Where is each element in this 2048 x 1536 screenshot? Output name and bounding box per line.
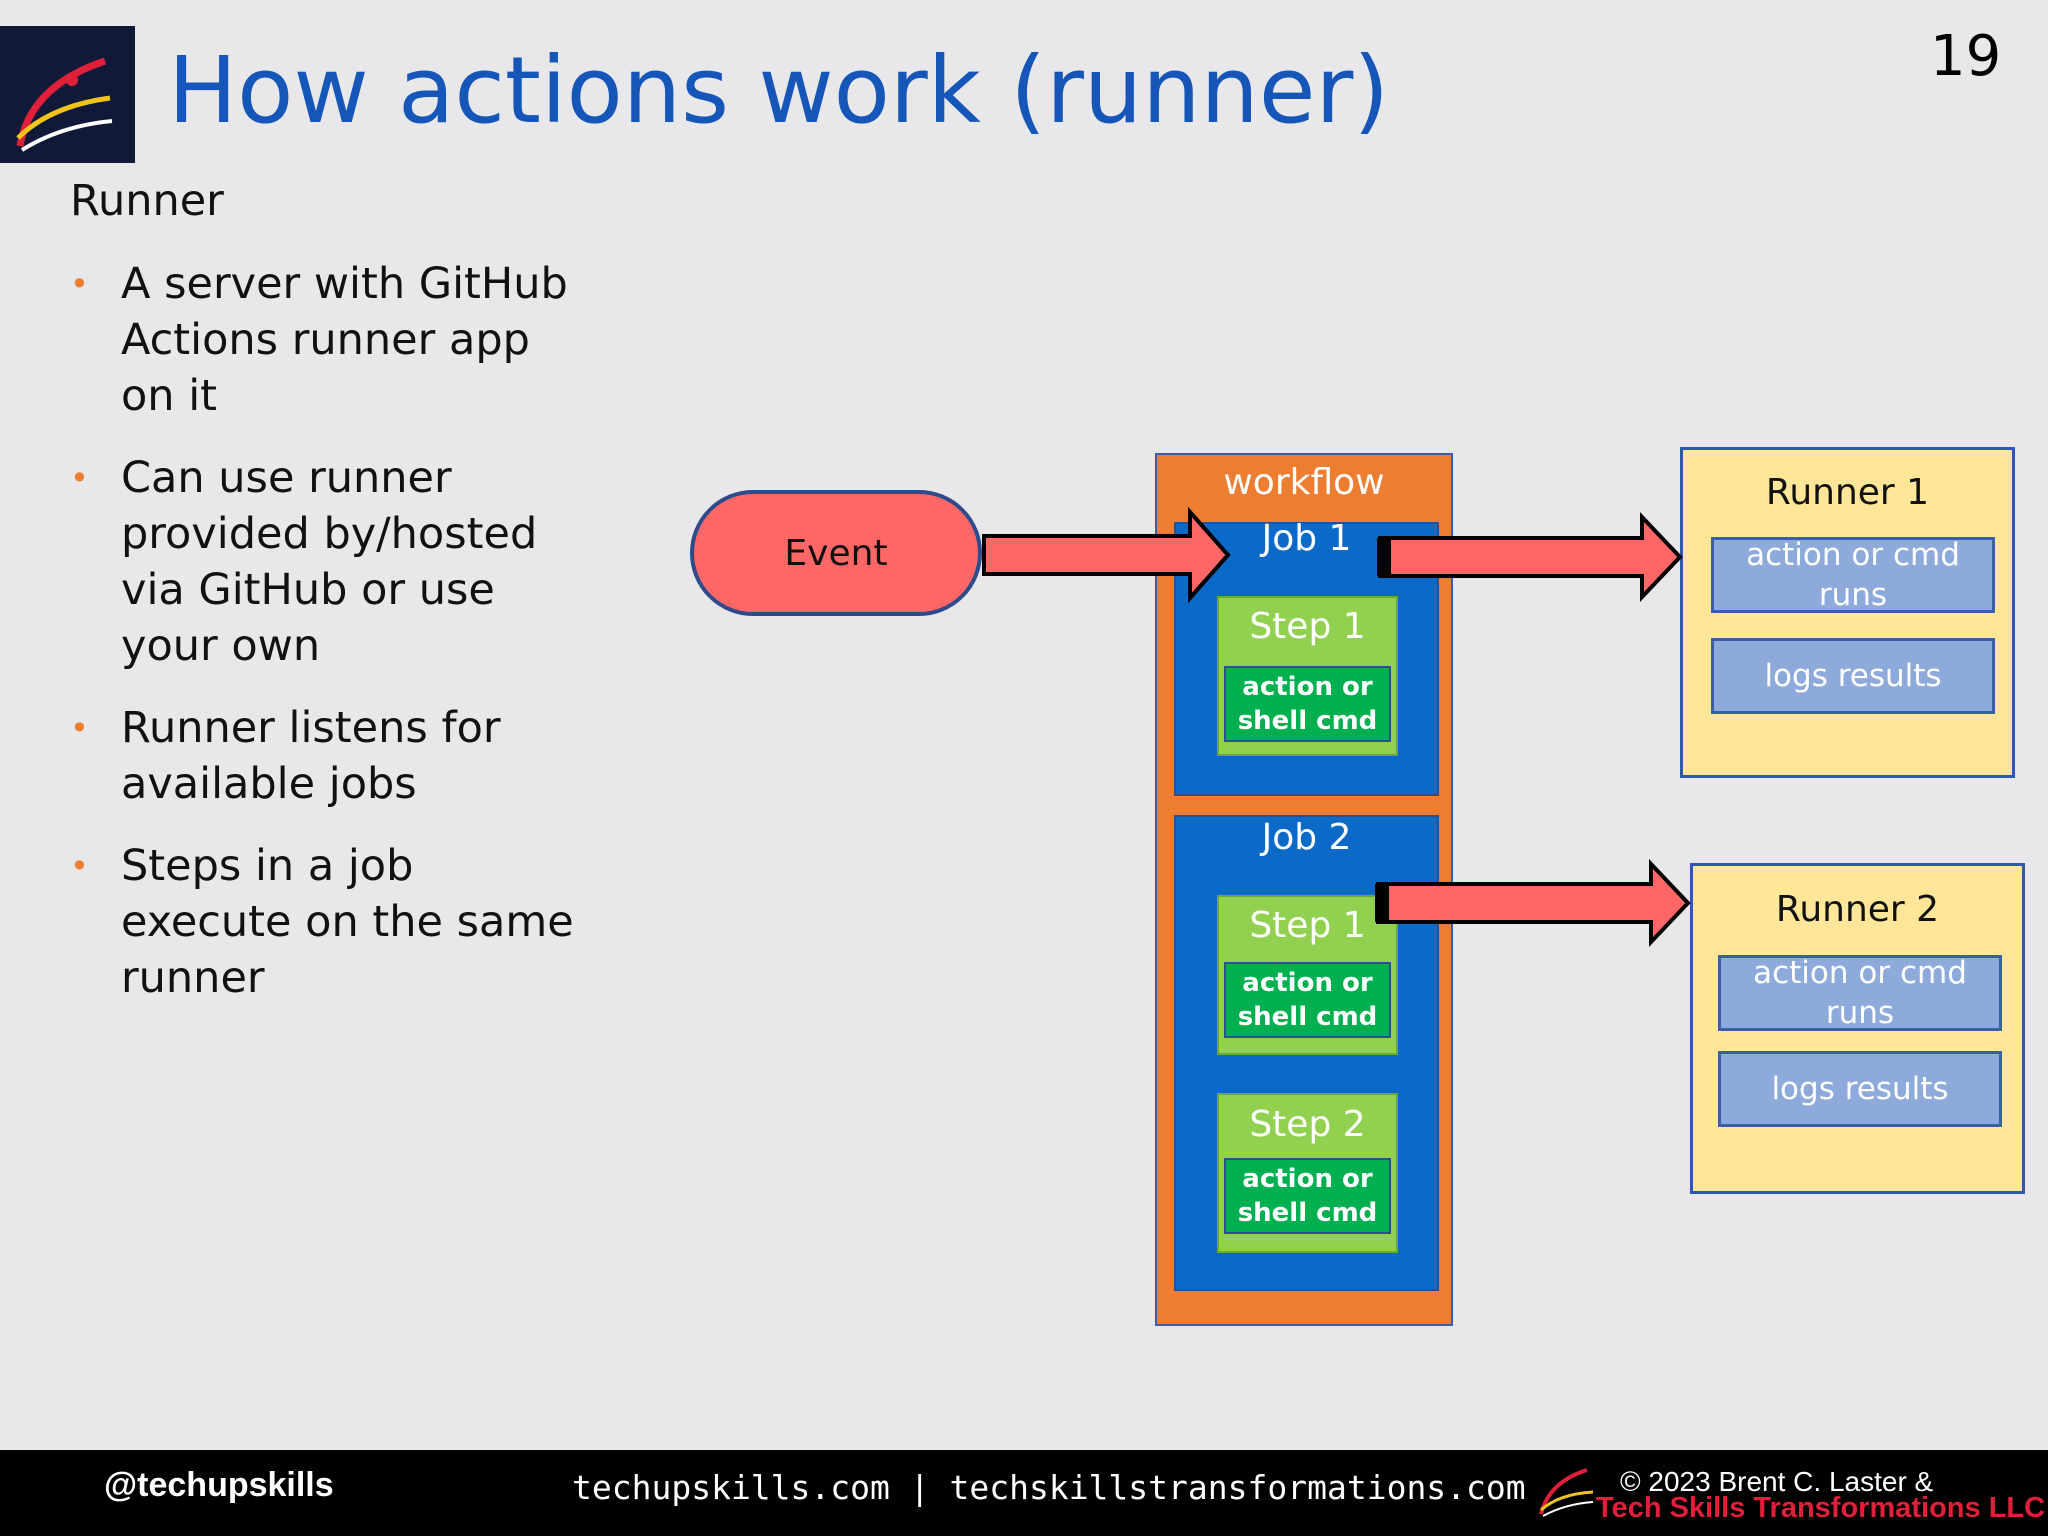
workflow-label: workflow — [1223, 462, 1385, 503]
step-command: action or shell cmd — [1224, 666, 1391, 742]
bullet-text: A server with GitHub Actions runner app … — [121, 259, 568, 421]
runner-1-label: Runner 1 — [1765, 472, 1930, 513]
bullet-dot-icon: • — [70, 709, 89, 747]
footer-bar — [0, 1450, 2048, 1536]
bullet-item: • Steps in a job execute on the same run… — [70, 838, 590, 1003]
bullet-text: Steps in a job execute on the same runne… — [121, 841, 574, 1003]
runner-2-label: Runner 2 — [1775, 889, 1940, 930]
copyright-line-2: Tech Skills Transformations LLC — [1596, 1492, 2046, 1524]
slide-number: 19 — [1930, 24, 2002, 89]
website-links: techupskills.com | techskillstransformat… — [572, 1468, 1526, 1507]
swoosh-logo-icon — [16, 57, 113, 152]
social-handle: @techupskills — [104, 1466, 334, 1504]
job-1-label: Job 1 — [1261, 518, 1352, 559]
runner-2-logs-box: logs results — [1718, 1051, 2002, 1127]
company-logo — [0, 26, 135, 163]
footer-logo — [1535, 1462, 1597, 1518]
step-label: Step 2 — [1249, 1104, 1366, 1145]
runner-1-logs-box: logs results — [1711, 638, 1995, 714]
step-label: Step 1 — [1249, 905, 1366, 946]
runner-2-action-box: action or cmd runs — [1718, 955, 2002, 1031]
runner-1-action-box: action or cmd runs — [1711, 537, 1995, 613]
bullet-text: Can use runner provided by/hosted via Gi… — [121, 453, 538, 671]
step-label: Step 1 — [1249, 606, 1366, 647]
section-heading: Runner — [70, 176, 224, 226]
slide-title: How actions work (runner) — [168, 37, 1390, 144]
bullet-item: • Runner listens for available jobs — [70, 700, 590, 814]
step-command: action or shell cmd — [1224, 962, 1391, 1038]
bullet-item: • A server with GitHub Actions runner ap… — [70, 256, 590, 426]
job-2-label: Job 2 — [1261, 817, 1352, 858]
bullet-item: • Can use runner provided by/hosted via … — [70, 450, 590, 676]
bullet-dot-icon: • — [70, 265, 89, 303]
bullet-dot-icon: • — [70, 847, 89, 885]
bullet-dot-icon: • — [70, 459, 89, 497]
step-command: action or shell cmd — [1224, 1158, 1391, 1234]
copyright-line-1: © 2023 Brent C. Laster & — [1620, 1466, 1934, 1497]
swoosh-logo-icon — [1539, 1468, 1594, 1517]
bullet-text: Runner listens for available jobs — [121, 703, 501, 809]
event-node: Event — [690, 490, 982, 616]
